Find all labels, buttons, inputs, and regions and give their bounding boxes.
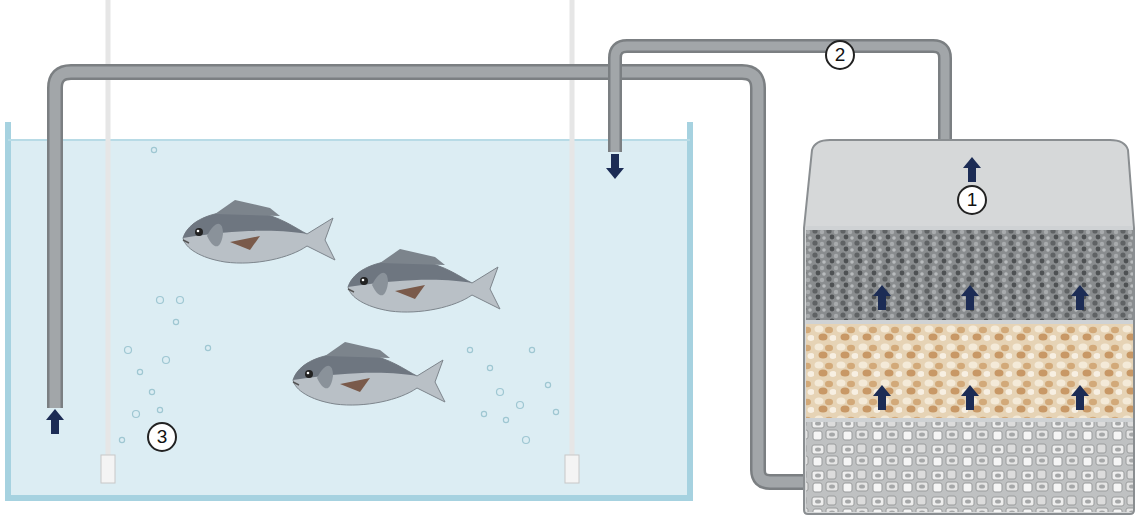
air-bubble xyxy=(553,409,558,414)
air-bubble xyxy=(149,389,154,394)
air-bubble xyxy=(487,365,492,370)
air-bubble xyxy=(157,407,162,412)
air-bubble xyxy=(125,347,132,354)
air-bubble xyxy=(151,147,156,152)
callout-number: 3 xyxy=(147,422,177,452)
air-bubble xyxy=(503,417,508,422)
air-bubble xyxy=(173,319,178,324)
air-bubble xyxy=(205,345,210,350)
air-bubble xyxy=(545,382,550,387)
air-bubble xyxy=(177,297,184,304)
air-bubble xyxy=(481,411,486,416)
air-bubble xyxy=(133,411,140,418)
air-bubble xyxy=(497,389,504,396)
air-bubble xyxy=(529,347,534,352)
air-bubble xyxy=(157,297,164,304)
callout-number: 2 xyxy=(825,40,855,70)
air-bubble xyxy=(119,437,124,442)
air-bubble xyxy=(137,369,142,374)
air-bubble xyxy=(467,347,472,352)
callout-number: 1 xyxy=(957,185,987,215)
air-bubble xyxy=(523,437,530,444)
air-bubble xyxy=(517,402,524,409)
air-bubble xyxy=(163,357,170,364)
